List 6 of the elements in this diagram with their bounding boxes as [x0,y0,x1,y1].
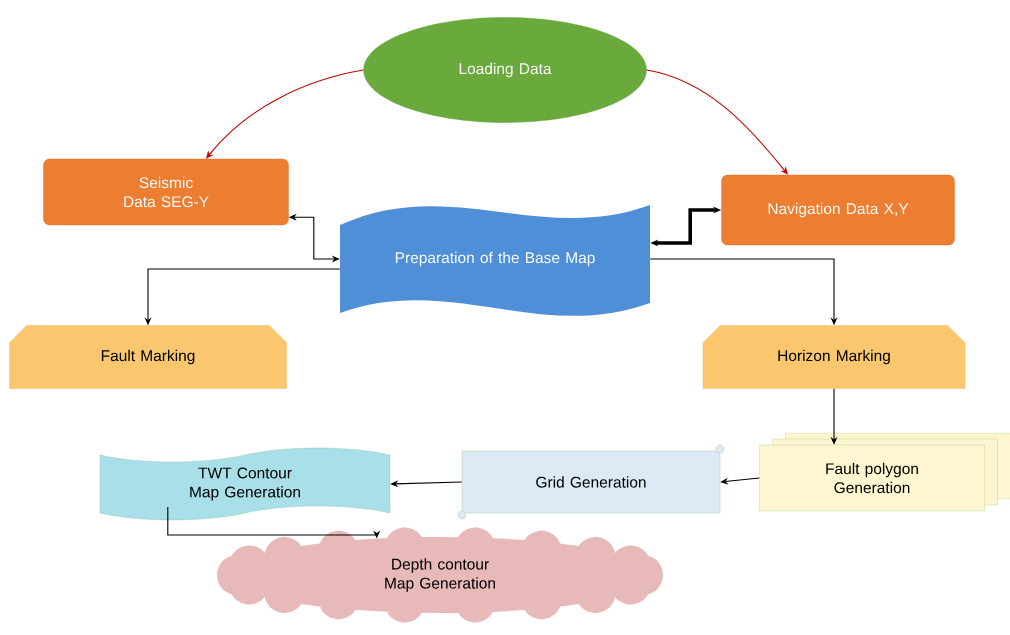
process-box: Horizon Marking [702,325,966,389]
arrow [206,69,364,159]
process-box: Fault Marking [9,325,287,389]
arrow [646,69,788,175]
process-box: Navigation Data X,Y [721,174,955,246]
process-box: Seismic Data SEG-Y [43,158,289,226]
